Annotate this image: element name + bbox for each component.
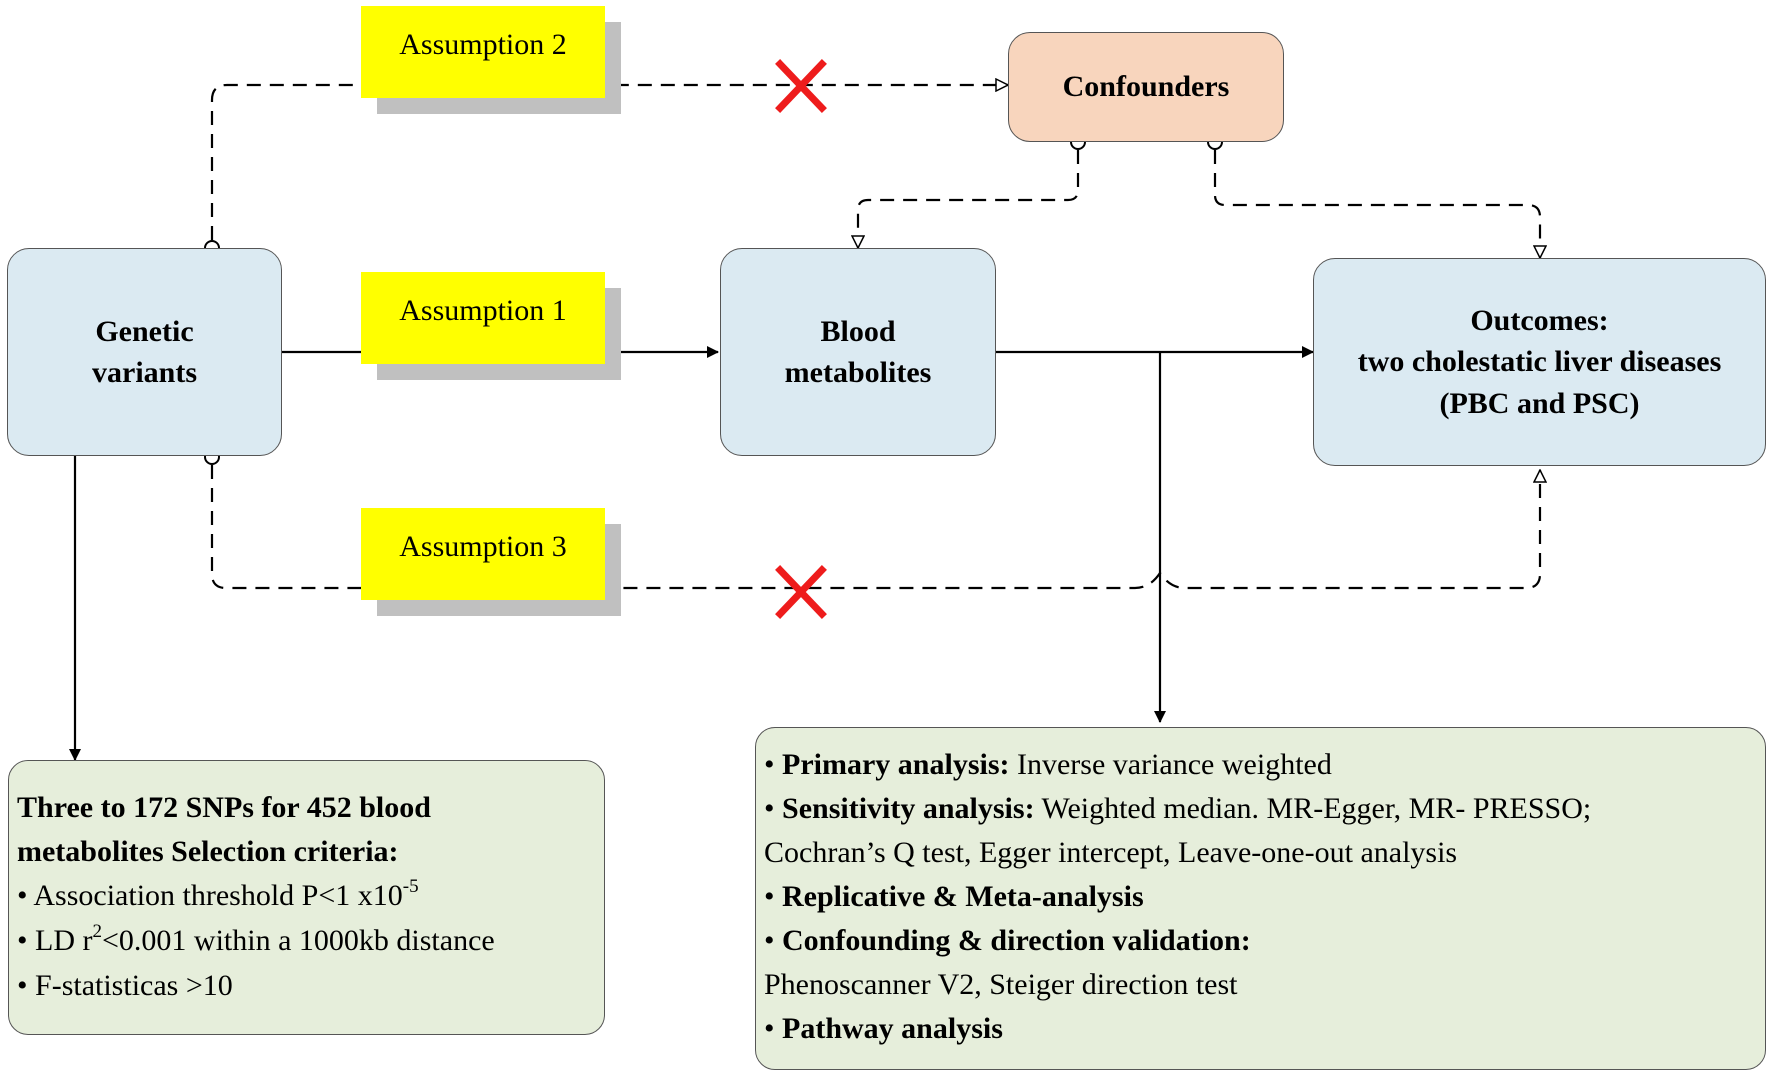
pathway-label: Pathway analysis: [782, 1012, 1003, 1045]
criterion-ld: • LD r2<0.001 within a 1000kb distance: [17, 921, 495, 958]
criterion-f-text: F-statisticas >10: [35, 969, 233, 1002]
bullet-icon: •: [17, 879, 28, 912]
selection-title-line-2: metabolites Selection criteria:: [17, 835, 399, 868]
dashed-genetic-to-confounders: [210, 85, 1008, 240]
confounding-label: Confounding & direction validation:: [782, 924, 1251, 957]
bullet-icon: •: [764, 1012, 775, 1045]
outcomes-line-1: Outcomes:: [1470, 303, 1609, 337]
blood-metabolites-line-2: metabolites: [784, 356, 932, 389]
criterion-p-threshold: • Association threshold P<1 x10-5: [17, 876, 419, 913]
bullet-icon: •: [764, 748, 775, 781]
genetic-variants-line-2: variants: [92, 356, 197, 389]
blood-metabolites-line-1: Blood: [820, 314, 896, 348]
criterion-ld-suffix: <0.001 within a 1000kb distance: [102, 924, 495, 957]
primary-analysis-item: • Primary analysis: Inverse variance wei…: [764, 748, 1332, 782]
outcomes-line-2: two cholestatic liver diseases: [1357, 345, 1722, 379]
confounders-label: Confounders: [1062, 70, 1230, 104]
selection-title-line-1: Three to 172 SNPs for 452 blood: [17, 791, 431, 824]
outcomes-line-3: (PBC and PSC): [1439, 386, 1640, 420]
bullet-icon: •: [764, 924, 775, 957]
assumption-1-label: Assumption 1: [361, 272, 621, 380]
sensitivity-analysis-item: • Sensitivity analysis: Weighted median.…: [764, 792, 1591, 826]
bullet-icon: •: [17, 969, 28, 1002]
criterion-p-exponent: -5: [402, 876, 419, 897]
bullet-icon: •: [17, 924, 28, 957]
primary-analysis-text: Inverse variance weighted: [1017, 748, 1332, 781]
primary-analysis-label: Primary analysis:: [782, 748, 1010, 781]
blood-metabolites-node: Blood metabolites: [720, 248, 996, 456]
criterion-p-text: Association threshold P<1 x10: [33, 879, 403, 912]
bullet-icon: •: [764, 880, 775, 913]
analysis-panel: • Primary analysis: Inverse variance wei…: [755, 727, 1766, 1070]
criterion-ld-exponent: 2: [92, 921, 103, 942]
criterion-ld-prefix: LD r: [35, 924, 93, 957]
assumption-1-text: Assumption 1: [361, 272, 605, 364]
pathway-item: • Pathway analysis: [764, 1012, 1003, 1046]
assumption-3-label: Assumption 3: [361, 508, 621, 616]
selection-criteria-panel: Three to 172 SNPs for 452 blood metaboli…: [8, 760, 605, 1035]
confounding-item: • Confounding & direction validation:: [764, 924, 1251, 958]
blocked-cross-icon-top: [775, 59, 827, 113]
confounding-text: Phenoscanner V2, Steiger direction test: [764, 968, 1238, 1001]
genetic-variants-node: Genetic variants: [7, 248, 282, 456]
replicative-label: Replicative & Meta-analysis: [782, 880, 1144, 913]
bullet-icon: •: [764, 792, 775, 825]
dashed-genetic-to-outcomes: [210, 465, 1540, 590]
dashed-confounders-to-blood: [858, 150, 1080, 248]
genetic-variants-line-1: Genetic: [95, 314, 194, 348]
assumption-3-text: Assumption 3: [361, 508, 605, 600]
sensitivity-analysis-continued: Cochran’s Q test, Egger intercept, Leave…: [764, 836, 1458, 869]
blocked-cross-icon-bottom: [775, 565, 827, 619]
criterion-f-stat: • F-statisticas >10: [17, 969, 233, 1003]
confounders-node: Confounders: [1008, 32, 1284, 142]
assumption-2-label: Assumption 2: [361, 6, 621, 114]
replicative-item: • Replicative & Meta-analysis: [764, 880, 1144, 914]
dashed-confounders-to-outcomes: [1213, 150, 1540, 258]
sensitivity-analysis-text: Weighted median. MR-Egger, MR- PRESSO;: [1041, 792, 1592, 825]
sensitivity-analysis-label: Sensitivity analysis:: [782, 792, 1035, 825]
outcomes-node: Outcomes: two cholestatic liver diseases…: [1313, 258, 1766, 466]
assumption-2-text: Assumption 2: [361, 6, 605, 98]
